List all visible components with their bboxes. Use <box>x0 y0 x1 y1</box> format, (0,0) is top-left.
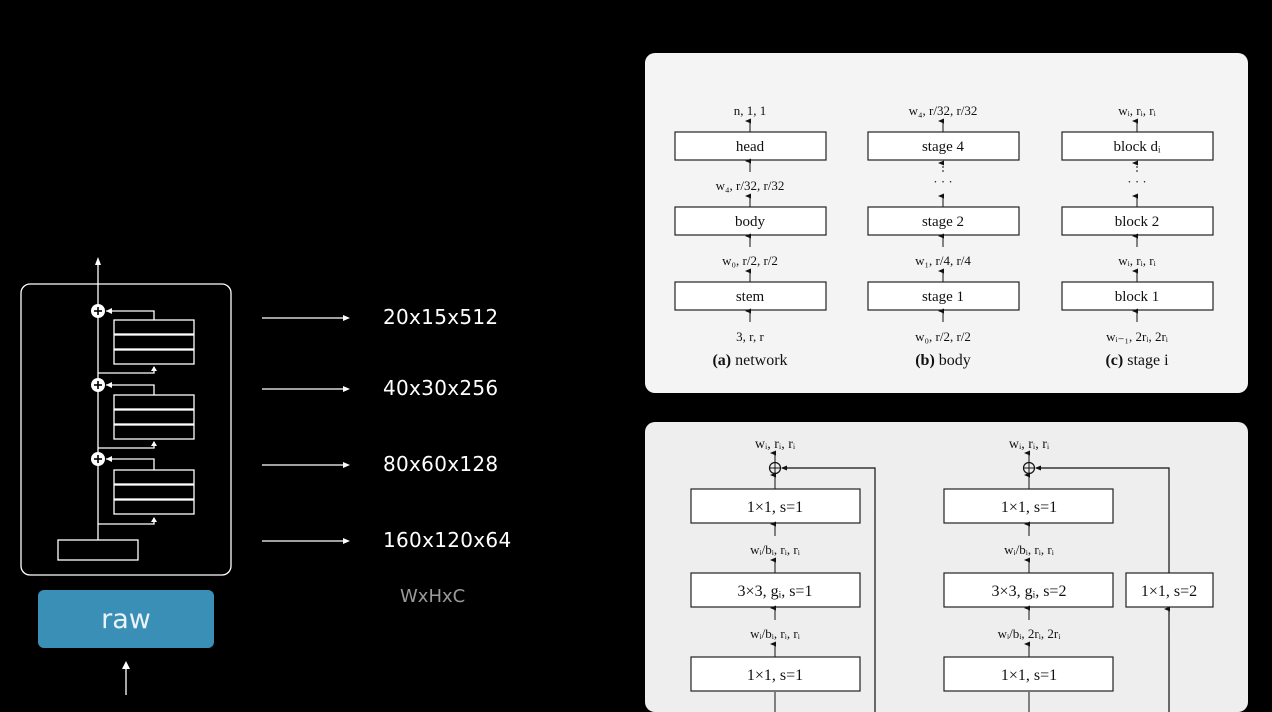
residual-group-2 <box>98 384 195 449</box>
network-column: n, 1, 1 head w₄, r/32, r/32 body w₀, r/2… <box>674 103 827 369</box>
stage-4-box <box>867 131 1020 161</box>
stage-1-label: stage 1 <box>922 289 964 305</box>
body-box <box>674 206 827 236</box>
block-di-label: block dᵢ <box>1113 139 1161 155</box>
raw-input-button[interactable]: raw <box>38 590 214 648</box>
network-label-0: n, 1, 1 <box>734 103 767 118</box>
network-label-3: 3, r, r <box>736 329 764 344</box>
residual-group-1 <box>98 458 195 525</box>
dimension-caption: WxHxC <box>400 586 466 607</box>
stage-label-2: wᵢ, rᵢ, rᵢ <box>1118 253 1156 268</box>
stage-2-label: stage 2 <box>922 214 964 230</box>
network-label-1: w₄, r/32, r/32 <box>716 178 785 193</box>
shortcut-conv-label: 1×1, s=2 <box>1141 583 1197 600</box>
body-caption: (b) body <box>915 352 971 369</box>
stem-block <box>57 539 139 561</box>
left-conv1b-box <box>690 656 861 692</box>
residual-block-stride1: wᵢ, rᵢ, rᵢ 1×1, s=1 wᵢ/bᵢ, rᵢ, rᵢ 3×3, g… <box>690 437 876 712</box>
left-conv3-label: 3×3, gᵢ, s=1 <box>738 583 813 600</box>
stem-box <box>674 281 827 311</box>
backbone-frame <box>20 283 232 576</box>
right-projection-shortcut <box>1035 465 1170 573</box>
stage-1-box <box>867 281 1020 311</box>
dimension-label-2: 40x30x256 <box>383 376 499 400</box>
dimension-label-3: 80x60x128 <box>383 452 499 476</box>
block-di-box <box>1061 131 1214 161</box>
dimension-label-4: 160x120x64 <box>383 528 512 552</box>
stage-caption: (c) stage i <box>1105 352 1169 369</box>
network-structure-panel: n, 1, 1 head w₄, r/32, r/32 body w₀, r/2… <box>645 53 1248 393</box>
backbone-schematic <box>20 257 350 695</box>
network-label-2: w₀, r/2, r/2 <box>722 253 778 268</box>
right-conv1-label: 1×1, s=1 <box>1001 499 1057 516</box>
right-conv1b-label: 1×1, s=1 <box>1001 667 1057 684</box>
head-box <box>674 131 827 161</box>
right-conv1b-box <box>943 656 1114 692</box>
left-conv1-box <box>690 488 861 524</box>
block-2-box <box>1061 206 1214 236</box>
block-1-box <box>1061 281 1214 311</box>
body-label-2: w₁, r/4, r/4 <box>915 253 971 268</box>
right-mid-label-0: wᵢ/bᵢ, rᵢ, rᵢ <box>1004 542 1055 557</box>
body-label-1: · · · <box>933 174 953 189</box>
left-conv3-box <box>690 572 861 608</box>
bottleneck-block-panel: wᵢ, rᵢ, rᵢ 1×1, s=1 wᵢ/bᵢ, rᵢ, rᵢ 3×3, g… <box>645 422 1248 712</box>
stage-2-box <box>867 206 1020 236</box>
left-conv1-label: 1×1, s=1 <box>747 499 803 516</box>
body-column: w₄, r/32, r/32 stage 4 · · · stage 2 w₁,… <box>867 103 1020 369</box>
residual-group-3 <box>98 310 195 374</box>
network-caption: (a) network <box>712 352 787 369</box>
stage-label-0: wᵢ, rᵢ, rᵢ <box>1118 103 1156 118</box>
add-node-icons <box>91 304 105 466</box>
stem-box-label: stem <box>736 289 765 305</box>
head-box-label: head <box>736 139 765 155</box>
right-conv3-label: 3×3, gᵢ, s=2 <box>992 583 1067 600</box>
right-conv1-box <box>943 488 1114 524</box>
left-block-output: wᵢ, rᵢ, rᵢ <box>755 437 796 452</box>
body-label-3: w₀, r/2, r/2 <box>915 329 971 344</box>
block-1-label: block 1 <box>1115 289 1160 305</box>
residual-block-stride2: wᵢ, rᵢ, rᵢ 1×1, s=1 wᵢ/bᵢ, rᵢ, rᵢ 3×3, g… <box>943 437 1214 712</box>
left-mid-label-1: wᵢ/bᵢ, rᵢ, rᵢ <box>750 626 801 641</box>
stage-label-1: · · · <box>1127 174 1147 189</box>
body-box-label: body <box>735 214 766 230</box>
body-label-0: w₄, r/32, r/32 <box>909 103 978 118</box>
dimension-label-1: 20x15x512 <box>383 305 499 329</box>
arrowhead-icons <box>95 257 350 669</box>
stage-label-3: wᵢ₋₁, 2rᵢ, 2rᵢ <box>1106 329 1169 344</box>
left-mid-label-0: wᵢ/bᵢ, rᵢ, rᵢ <box>750 542 801 557</box>
left-identity-shortcut <box>781 465 876 712</box>
right-block-output: wᵢ, rᵢ, rᵢ <box>1009 437 1050 452</box>
right-mid-label-1: wᵢ/bᵢ, 2rᵢ, 2rᵢ <box>998 626 1062 641</box>
stage-4-label: stage 4 <box>922 139 965 155</box>
stage-column: wᵢ, rᵢ, rᵢ block dᵢ · · · block 2 wᵢ, rᵢ… <box>1061 103 1214 369</box>
left-conv1b-label: 1×1, s=1 <box>747 667 803 684</box>
block-2-label: block 2 <box>1115 214 1160 230</box>
